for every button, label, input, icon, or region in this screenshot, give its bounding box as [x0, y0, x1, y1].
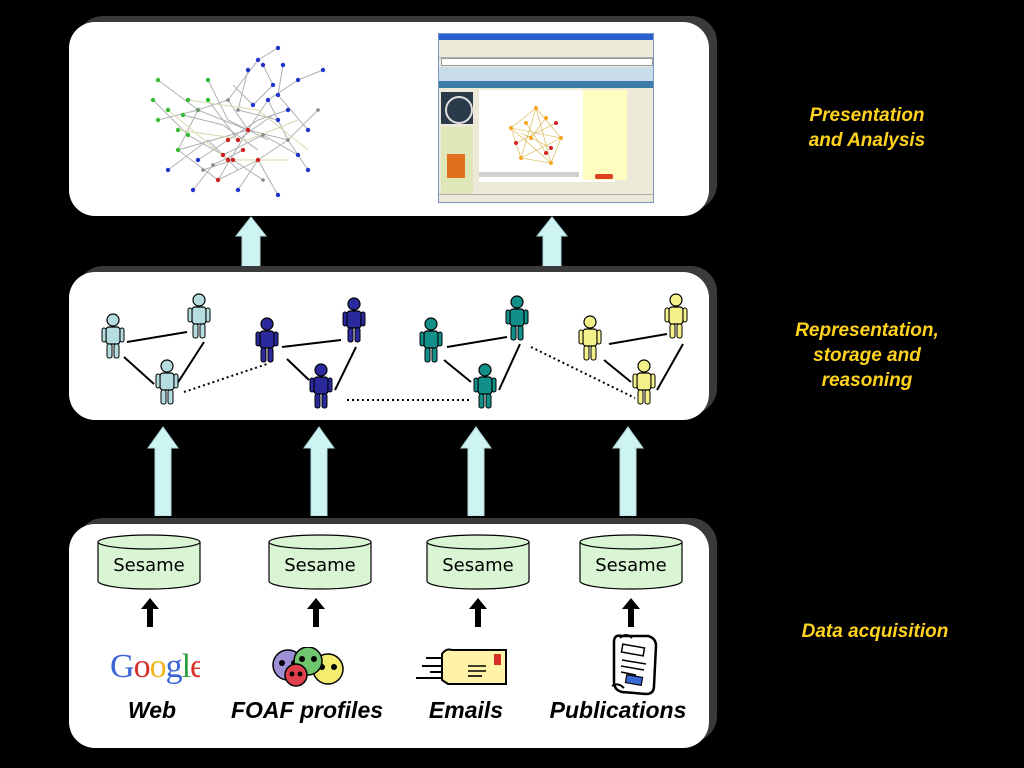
arrow-up-3 — [147, 426, 179, 516]
layer-label-representation: Representation, storage and reasoning — [795, 320, 939, 391]
sesame-label: Sesame — [284, 555, 356, 576]
email-envelope-icon — [416, 648, 507, 685]
small-arrow-2 — [307, 598, 325, 627]
sesame-store-2: Sesame — [268, 534, 372, 590]
google-logo-icon: Google — [108, 645, 205, 685]
sesame-label: Sesame — [442, 555, 514, 576]
sesame-store-4: Sesame — [579, 534, 683, 590]
small-arrow-4 — [622, 598, 640, 627]
social-network-people-graph — [101, 293, 688, 409]
layer-label-acquisition: Data acquisition — [801, 621, 949, 642]
sesame-store-1: Sesame — [97, 534, 201, 590]
network-graph-visualization — [150, 45, 326, 198]
arrow-up-2 — [535, 216, 569, 272]
sesame-store-3: Sesame — [426, 534, 530, 590]
source-label-emails: Emails — [428, 697, 504, 723]
source-label-web: Web — [127, 697, 177, 723]
sesame-label: Sesame — [595, 555, 667, 576]
browser-screenshot-thumbnail — [438, 33, 654, 203]
arrow-up-4 — [303, 426, 335, 516]
source-label-publications: Publications — [549, 697, 687, 723]
sesame-label: Sesame — [113, 555, 185, 576]
svg-text:Google: Google — [110, 648, 200, 685]
small-arrow-1 — [141, 598, 159, 627]
source-label-foaf: FOAF profiles — [230, 697, 384, 723]
foaf-faces-icon — [272, 647, 344, 687]
arrow-up-1 — [234, 216, 268, 272]
arrow-up-6 — [612, 426, 644, 516]
small-arrow-3 — [469, 598, 487, 627]
layer-label-presentation: Presentation and Analysis — [808, 105, 926, 151]
representation-panel — [69, 272, 709, 420]
publication-document-icon — [611, 634, 658, 696]
arrow-up-5 — [460, 426, 492, 516]
